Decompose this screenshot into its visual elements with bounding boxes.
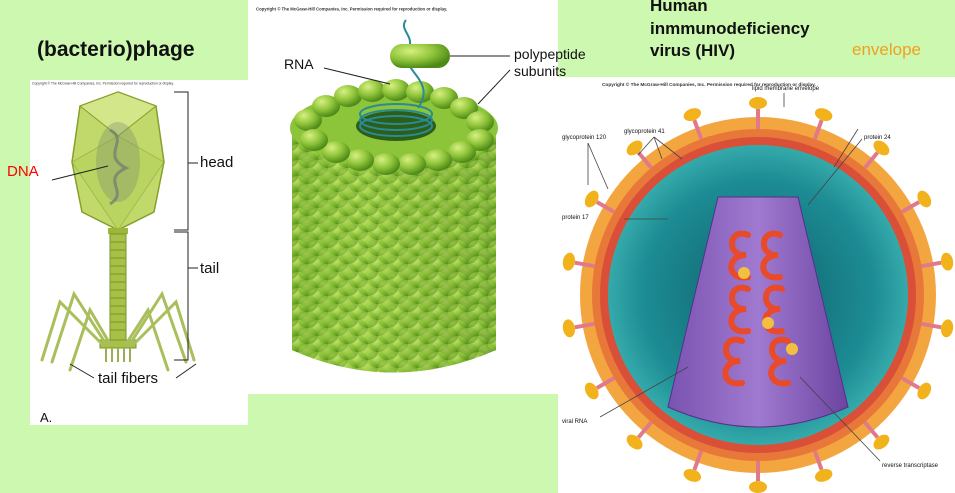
phage-dna-label: DNA [7, 163, 39, 180]
hiv-reverse-transcriptase-label: reverse transcriptase [882, 463, 938, 469]
hiv-figure: Copyright © The McGraw-Hill Companies, I… [558, 77, 955, 493]
tmv-polypeptide-label-line1: polypeptide [514, 46, 586, 62]
phage-tail-label: tail [200, 260, 219, 277]
phage-tail-fibers-label: tail fibers [98, 370, 158, 387]
hiv-title-line3: virus (HIV) [650, 41, 735, 61]
phage-panel-letter: A. [40, 410, 52, 425]
hiv-lipid-membrane-label: lipid membrane envelope [752, 86, 819, 92]
hiv-glycoprotein41-label: glycoprotein 41 [624, 129, 665, 135]
hiv-protein17-label: protein 17 [562, 215, 589, 221]
phage-figure: Copyright © The McGraw-Hill Companies, I… [30, 80, 248, 425]
hiv-title-line1: Human [650, 0, 708, 16]
hiv-title-line2: inmmunodeficiency [650, 19, 810, 39]
middle-panel-background [248, 394, 558, 493]
hiv-drawing [558, 77, 955, 493]
phage-title: (bacterio)phage [37, 38, 195, 62]
hiv-glycoprotein120-label: glycoprotein 120 [562, 135, 606, 141]
phage-tail [110, 234, 126, 342]
phage-head-label: head [200, 154, 233, 171]
tmv-rna-label: RNA [284, 56, 314, 72]
hiv-envelope-label: envelope [852, 40, 921, 60]
tmv-figure: Copyright © The McGraw-Hill Companies, I… [248, 0, 558, 394]
hiv-viral-rna-label: viral RNA [562, 419, 587, 425]
hiv-protein24-label: protein 24 [864, 135, 891, 141]
